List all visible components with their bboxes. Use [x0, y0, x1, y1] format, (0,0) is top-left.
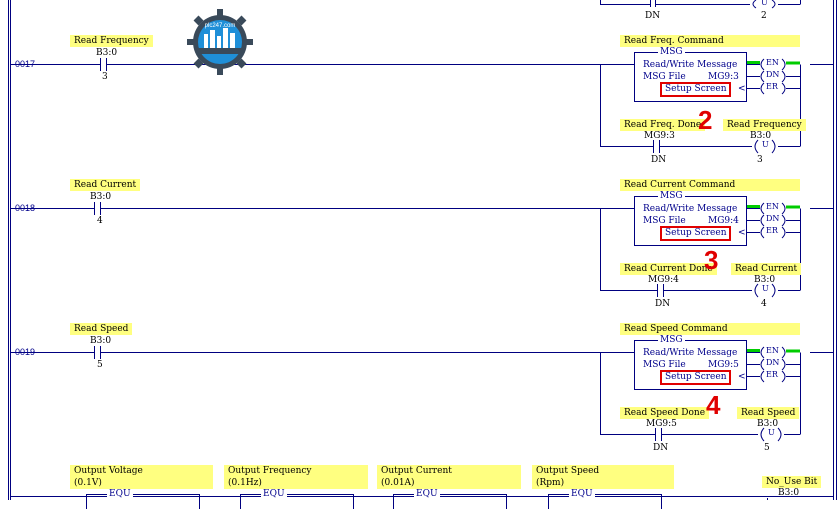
- tag-line2: (0.1Hz): [228, 478, 262, 488]
- annotation-number: 2: [698, 105, 713, 135]
- done-bit: DN: [651, 155, 667, 165]
- tag-line2: (0.1V): [74, 478, 102, 488]
- msg-arrow: <: [738, 84, 746, 94]
- no-use-bit-tag[interactable]: No_Use Bit: [762, 476, 822, 488]
- out-en: EN: [765, 346, 780, 355]
- msg-type: Read/Write Message: [643, 348, 738, 358]
- msg-tag[interactable]: Read Current Command: [620, 179, 800, 191]
- input-address[interactable]: B3:0: [90, 336, 112, 346]
- done-tag[interactable]: Read Speed Done: [620, 407, 710, 419]
- input-address[interactable]: B3:0: [90, 192, 112, 202]
- out-dn: DN: [765, 358, 781, 367]
- equ-instruction[interactable]: EQU: [240, 489, 354, 509]
- tag-line1: Output Frequency: [228, 466, 312, 476]
- msg-type: Read/Write Message: [643, 60, 738, 70]
- msg-file: MG9:4: [708, 216, 739, 226]
- logo-text: plc247.com: [205, 23, 236, 29]
- input-bit: 5: [97, 360, 103, 370]
- out-er: ER: [765, 370, 779, 379]
- coil-tag[interactable]: Read Current: [731, 263, 802, 275]
- msg-title: MSG: [658, 191, 685, 201]
- msg-file: MG9:5: [708, 360, 739, 370]
- equ-instruction[interactable]: EQU: [548, 489, 662, 509]
- input-tag[interactable]: Read Current: [70, 179, 141, 191]
- done-address[interactable]: MG9:5: [646, 419, 677, 429]
- equ-instruction[interactable]: EQU: [86, 489, 200, 509]
- out-er: ER: [765, 226, 779, 235]
- top-dn-label: DN: [645, 11, 661, 21]
- input-bit: 3: [102, 72, 108, 82]
- coil-bit: 3: [757, 155, 763, 165]
- msg-file-label: MSG File: [643, 360, 686, 370]
- annotation-number: 4: [706, 390, 721, 420]
- msg-file-label: MSG File: [643, 72, 686, 82]
- input-address[interactable]: B3:0: [96, 48, 118, 58]
- done-tag[interactable]: Read Freq. Done: [620, 119, 706, 131]
- msg-tag[interactable]: Read Speed Command: [620, 323, 800, 335]
- done-address[interactable]: MG9:3: [644, 131, 675, 141]
- equ-title: EQU: [107, 489, 133, 499]
- msg-file: MG9:3: [708, 72, 739, 82]
- out-en: EN: [765, 202, 780, 211]
- msg-title: MSG: [658, 335, 685, 345]
- msg-file-label: MSG File: [643, 216, 686, 226]
- msg-type: Read/Write Message: [643, 204, 738, 214]
- annotation-number: 3: [704, 245, 719, 275]
- msg-title: MSG: [658, 47, 685, 57]
- setup-screen-button[interactable]: Setup Screen: [660, 370, 732, 385]
- output-frequency-tag[interactable]: Output Frequency (0.1Hz): [224, 465, 368, 489]
- rung-number: 0019: [15, 347, 36, 357]
- coil-address[interactable]: B3:0: [757, 419, 779, 429]
- coil-bit: 5: [764, 443, 770, 453]
- coil-tag[interactable]: Read Speed: [737, 407, 800, 419]
- msg-tag[interactable]: Read Freq. Command: [620, 35, 800, 47]
- tag-line1: Output Current: [381, 466, 452, 476]
- out-dn: DN: [765, 70, 781, 79]
- setup-screen-button[interactable]: Setup Screen: [660, 226, 732, 241]
- tag-line2: (0.01A): [381, 478, 415, 488]
- rung-number: 0018: [15, 203, 36, 213]
- coil-tag[interactable]: Read Frequency: [723, 119, 806, 131]
- top-coil-type: U: [760, 0, 769, 7]
- tag-line1: Output Voltage: [74, 466, 143, 476]
- done-bit: DN: [653, 443, 669, 453]
- out-er: ER: [765, 82, 779, 91]
- coil-address[interactable]: B3:0: [750, 131, 772, 141]
- output-current-tag[interactable]: Output Current (0.01A): [377, 465, 521, 489]
- rung-number: 0017: [15, 59, 36, 69]
- tag-line1: Output Speed: [536, 466, 600, 476]
- out-dn: DN: [765, 214, 781, 223]
- output-voltage-tag[interactable]: Output Voltage (0.1V): [70, 465, 213, 489]
- equ-instruction[interactable]: EQU: [393, 489, 507, 509]
- coil-type: U: [761, 284, 770, 293]
- watermark-logo: plc247.com: [187, 9, 253, 75]
- equ-title: EQU: [414, 489, 440, 499]
- msg-arrow: <: [738, 228, 746, 238]
- coil-type: U: [767, 428, 776, 437]
- input-tag[interactable]: Read Speed: [70, 323, 133, 335]
- msg-arrow: <: [738, 372, 746, 382]
- equ-title: EQU: [569, 489, 595, 499]
- output-speed-tag[interactable]: Output Speed (Rpm): [532, 465, 674, 489]
- out-en: EN: [765, 58, 780, 67]
- input-bit: 4: [97, 216, 103, 226]
- done-bit: DN: [655, 299, 671, 309]
- tag-line2: (Rpm): [536, 478, 565, 488]
- input-tag[interactable]: Read Frequency: [70, 35, 153, 47]
- done-tag[interactable]: Read Current Done: [620, 263, 717, 275]
- no-use-bit-address[interactable]: B3:0: [778, 488, 800, 498]
- equ-title: EQU: [261, 489, 287, 499]
- top-bit-label: 2: [761, 11, 767, 21]
- coil-type: U: [761, 140, 770, 149]
- coil-bit: 4: [761, 299, 767, 309]
- done-address[interactable]: MG9:4: [648, 275, 679, 285]
- coil-address[interactable]: B3:0: [754, 275, 776, 285]
- setup-screen-button[interactable]: Setup Screen: [660, 82, 732, 97]
